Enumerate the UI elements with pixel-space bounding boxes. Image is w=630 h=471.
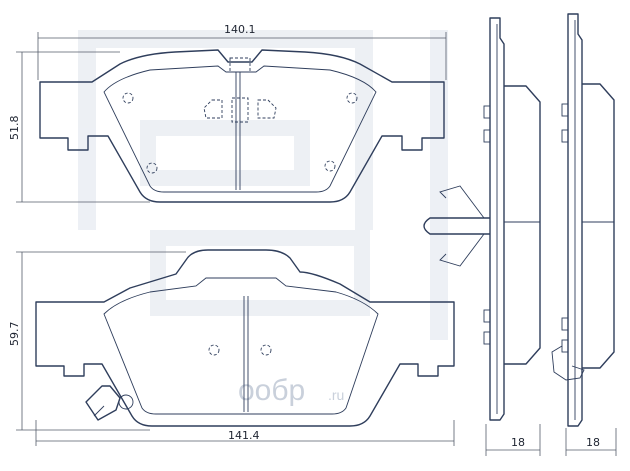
bottom-pad — [35, 249, 455, 427]
top-pad-width-dimension: 140.1 — [37, 23, 447, 80]
top-pad — [39, 49, 445, 203]
bottom-pad-height-dimension: 59.7 — [8, 251, 186, 431]
bottom-pad-height-label: 59.7 — [8, 322, 21, 347]
watermark-word: ообр — [238, 374, 305, 407]
side-thickness-dimension-1: 18 — [485, 424, 541, 456]
side-thickness-label-2: 18 — [586, 436, 600, 449]
side-thickness-label-1: 18 — [511, 436, 525, 449]
bottom-pad-width-dimension: 141.4 — [35, 420, 455, 446]
bottom-pad-width-label: 141.4 — [228, 429, 260, 442]
top-pad-height-label: 51.8 — [8, 116, 21, 141]
watermark-suffix: .ru — [328, 387, 344, 403]
side-thickness-dimension-2: 18 — [565, 428, 617, 456]
side-view-2 — [551, 13, 615, 427]
side-view-1 — [423, 17, 541, 421]
watermark-logo — [78, 30, 448, 340]
top-pad-height-dimension: 51.8 — [8, 51, 150, 203]
watermark-text: ообр .ru — [238, 374, 344, 407]
top-pad-width-label: 140.1 — [224, 23, 256, 36]
